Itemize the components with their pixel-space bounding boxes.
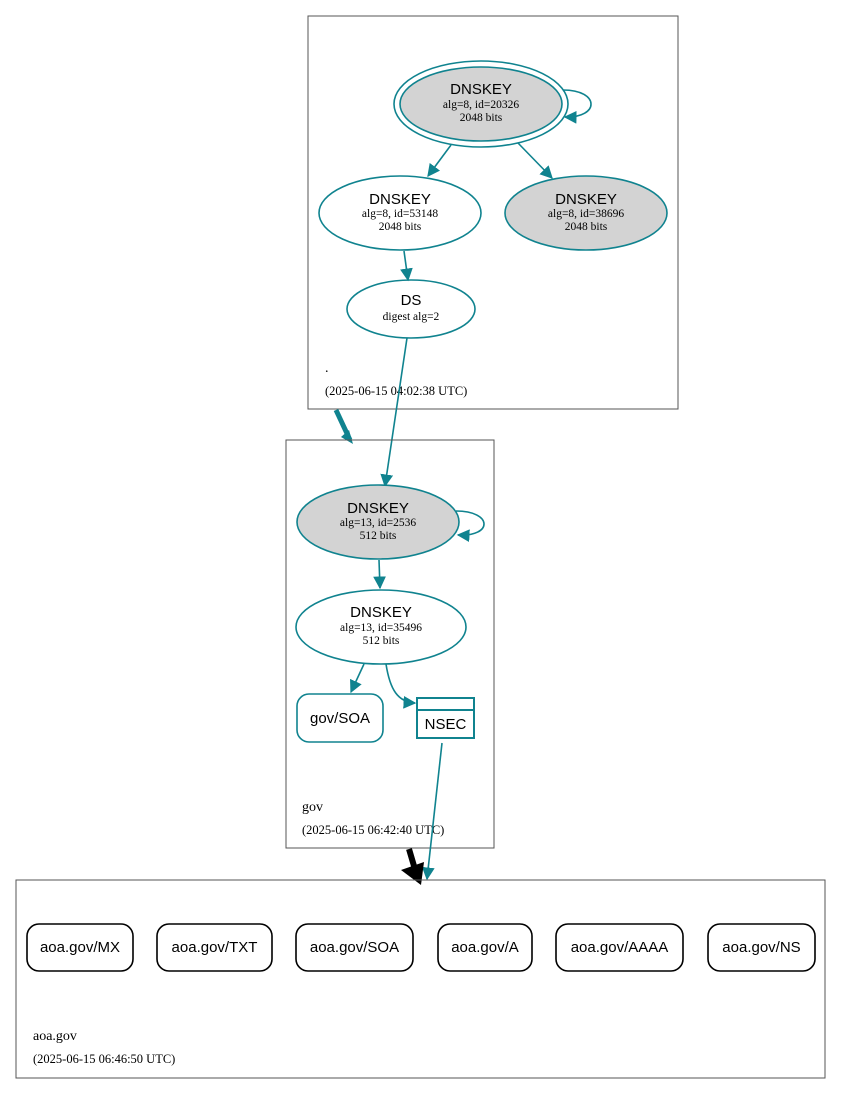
gov-zsk-bits: 512 bits xyxy=(363,635,400,647)
root-zsk1-title: DNSKEY xyxy=(369,191,431,208)
zone-gov-box xyxy=(285,439,495,849)
gov-ds-node[interactable]: DS digest alg=2 xyxy=(346,279,476,339)
zone-aoa: aoa.gov (2025-06-15 06:46:50 UTC) aoa.go… xyxy=(15,879,826,1079)
gov-ksk-title: DNSKEY xyxy=(347,500,409,517)
root-ksk-alg: alg=8, id=20326 xyxy=(443,99,519,111)
root-zsk2-title: DNSKEY xyxy=(555,191,617,208)
gov-soa-label: gov/SOA xyxy=(310,710,370,727)
zone-gov: gov (2025-06-15 06:42:40 UTC) DNSKEY alg… xyxy=(285,439,495,849)
aoa-record-txt-label: aoa.gov/TXT xyxy=(172,939,258,956)
root-ksk-bits: 2048 bits xyxy=(460,112,503,124)
gov-nsec-label: NSEC xyxy=(425,716,467,733)
edge-ds-to-gov-ksk xyxy=(380,337,408,488)
edge-nsec-to-aoa xyxy=(421,742,443,881)
aoa-record-ns[interactable]: aoa.gov/NS xyxy=(707,923,816,972)
zone-aoa-timestamp: (2025-06-15 06:46:50 UTC) xyxy=(33,1052,175,1066)
aoa-record-a-label: aoa.gov/A xyxy=(451,939,519,956)
gov-zsk-node[interactable]: DNSKEY alg=13, id=35496 512 bits xyxy=(295,589,467,665)
gov-ksk-alg: alg=13, id=2536 xyxy=(340,517,416,529)
root-zsk2-node[interactable]: DNSKEY alg=8, id=38696 2048 bits xyxy=(504,175,668,251)
edge-gov-zsk-to-soa xyxy=(350,663,365,694)
gov-soa-node[interactable]: gov/SOA xyxy=(296,693,384,743)
edge-ksk-to-zsk2 xyxy=(517,142,553,179)
zone-root-box xyxy=(307,15,679,410)
aoa-record-aaaa-label: aoa.gov/AAAA xyxy=(571,939,669,956)
edge-gov-zsk-to-nsec xyxy=(385,663,417,709)
delegation-gov-to-aoa-head xyxy=(401,862,424,885)
aoa-record-aaaa[interactable]: aoa.gov/AAAA xyxy=(555,923,684,972)
aoa-record-soa-label: aoa.gov/SOA xyxy=(310,939,399,956)
gov-zsk-title: DNSKEY xyxy=(350,604,412,621)
zone-gov-name: gov xyxy=(302,800,323,815)
delegation-gov-to-aoa xyxy=(406,848,417,867)
aoa-record-mx[interactable]: aoa.gov/MX xyxy=(26,923,134,972)
root-zsk1-bits: 2048 bits xyxy=(379,221,422,233)
edge-ksk-to-zsk1 xyxy=(427,144,452,178)
aoa-record-mx-label: aoa.gov/MX xyxy=(40,939,120,956)
root-zsk2-alg: alg=8, id=38696 xyxy=(548,208,624,220)
gov-zsk-alg: alg=13, id=35496 xyxy=(340,622,422,634)
gov-ds-digest: digest alg=2 xyxy=(383,311,440,323)
zone-root: . (2025-06-15 04:02:38 UTC) DNSKEY alg=8… xyxy=(307,15,679,410)
gov-nsec-node[interactable]: NSEC xyxy=(416,697,475,739)
zone-gov-timestamp: (2025-06-15 06:42:40 UTC) xyxy=(302,823,444,837)
zone-root-name: . xyxy=(325,361,329,376)
root-zsk1-alg: alg=8, id=53148 xyxy=(362,208,438,220)
root-ksk-self-sign-edge xyxy=(562,89,592,124)
gov-ds-title: DS xyxy=(401,292,422,309)
zone-aoa-box xyxy=(15,879,826,1079)
root-zsk2-bits: 2048 bits xyxy=(565,221,608,233)
edge-gov-ksk-to-zsk xyxy=(373,559,386,590)
aoa-record-ns-label: aoa.gov/NS xyxy=(722,939,800,956)
gov-ksk-self-sign-edge xyxy=(455,510,485,543)
root-ksk-title: DNSKEY xyxy=(450,81,512,98)
zone-aoa-name: aoa.gov xyxy=(33,1029,77,1044)
gov-ksk-node[interactable]: DNSKEY alg=13, id=2536 512 bits xyxy=(296,484,460,560)
root-ksk-node[interactable]: DNSKEY alg=8, id=20326 2048 bits xyxy=(393,60,569,148)
aoa-record-soa[interactable]: aoa.gov/SOA xyxy=(295,923,414,972)
gov-ksk-bits: 512 bits xyxy=(360,530,397,542)
zone-root-timestamp: (2025-06-15 04:02:38 UTC) xyxy=(325,384,467,398)
root-zsk1-node[interactable]: DNSKEY alg=8, id=53148 2048 bits xyxy=(318,175,482,251)
aoa-record-a[interactable]: aoa.gov/A xyxy=(437,923,533,972)
edge-zsk1-to-ds xyxy=(400,250,413,282)
aoa-record-txt[interactable]: aoa.gov/TXT xyxy=(156,923,273,972)
